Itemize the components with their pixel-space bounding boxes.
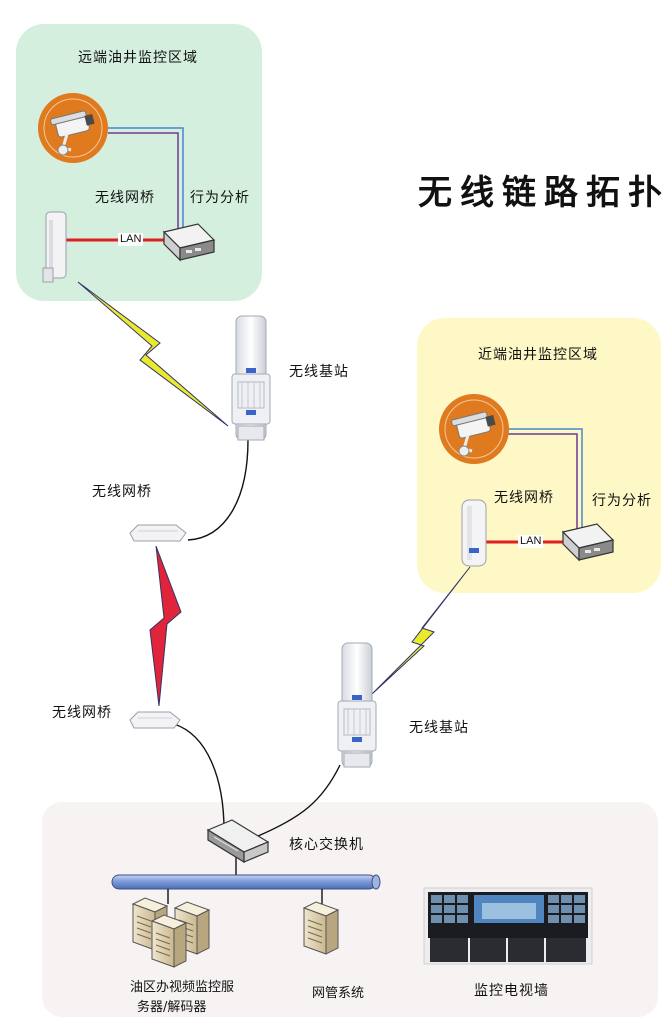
wireless-link-near [371, 566, 471, 695]
remote-region-title: 远端油井监控区域 [78, 50, 198, 66]
server-cluster-label: 油区办视频监控服 [130, 980, 235, 995]
near-lan-label: LAN [518, 535, 544, 548]
wireless-link-remote [77, 281, 229, 427]
wireless-bridge-icon [461, 499, 487, 567]
wireless-bridge-icon [129, 711, 181, 729]
near-video-cables [508, 428, 583, 530]
server-icon [131, 897, 211, 968]
wireless-link-red [149, 545, 182, 707]
bridge-mid-bottom-label: 无线网桥 [52, 705, 112, 721]
wireless-bridge-icon [129, 524, 187, 542]
base-station-top-label: 无线基站 [289, 364, 349, 380]
near-bridge-label: 无线网桥 [494, 490, 554, 506]
base-station-icon [231, 315, 271, 441]
tv-wall-label: 监控电视墙 [474, 983, 549, 999]
diagram-title: 无线链路拓扑 [418, 173, 666, 213]
remote-bridge-label: 无线网桥 [95, 190, 155, 206]
remote-analysis-label: 行为分析 [190, 190, 250, 206]
network-mgmt-label: 网管系统 [312, 986, 365, 1001]
base-station-icon [337, 642, 377, 768]
device-cables [173, 439, 341, 876]
server-cluster-label-line2: 务器/解码器 [137, 1000, 207, 1015]
camera-icon [439, 394, 509, 464]
server-icon [302, 901, 340, 955]
base-station-bottom-label: 无线基站 [409, 720, 469, 736]
core-switch-label: 核心交换机 [289, 837, 364, 853]
remote-lan-label: LAN [118, 233, 144, 246]
analysis-box-icon [162, 223, 216, 262]
switch-icon [206, 819, 270, 864]
near-analysis-label: 行为分析 [592, 493, 652, 509]
backbone-bus [111, 874, 381, 904]
near-region-title: 近端油井监控区域 [478, 347, 598, 363]
wireless-bridge-icon [42, 211, 67, 283]
remote-video-cables [108, 127, 184, 232]
bridge-mid-top-label: 无线网桥 [92, 484, 152, 500]
analysis-box-icon [561, 523, 615, 562]
tv-wall-icon [423, 887, 593, 965]
camera-icon [38, 93, 108, 163]
